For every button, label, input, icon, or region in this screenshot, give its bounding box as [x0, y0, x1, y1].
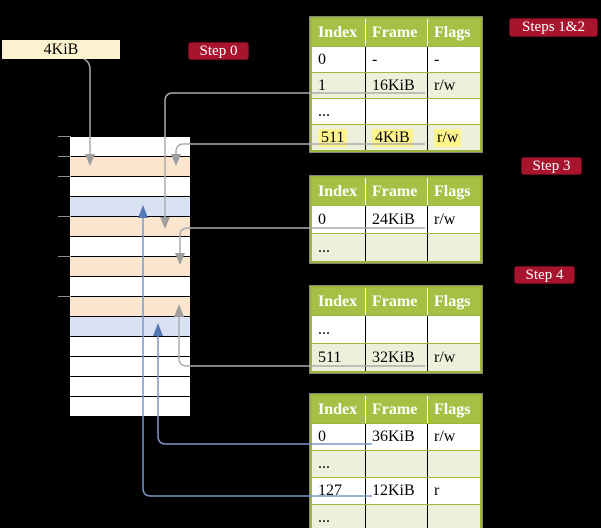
table-cell: ... — [312, 234, 366, 261]
table-row: 1 16KiB r/w — [312, 72, 480, 98]
badge-step3: Step 3 — [521, 157, 582, 175]
badge-step0-label: Step 0 — [199, 43, 238, 59]
table-cell: 12KiB — [366, 478, 428, 504]
memory-frame-row-11 — [70, 357, 190, 377]
table-cell: - — [366, 47, 428, 72]
table-header-row: Index Frame Flags — [312, 396, 480, 423]
memory-frame-row-12 — [70, 377, 190, 397]
badge-step3-label: Step 3 — [532, 158, 571, 174]
table-header-cell: Frame — [366, 288, 428, 315]
memory-address-tick — [58, 296, 71, 297]
table-cell: 4KiB — [366, 125, 428, 150]
table-cell: r — [434, 482, 440, 499]
badge-step4-label: Step 4 — [525, 267, 564, 283]
table-cell: r/w — [434, 210, 456, 228]
table-header-cell: Frame — [366, 396, 428, 423]
table-cell: r/w — [434, 348, 456, 366]
table-cell — [366, 234, 428, 261]
memory-address-tick — [58, 256, 71, 257]
table-header-row: Index Frame Flags — [312, 178, 480, 205]
table-row: 127 12KiB r — [312, 477, 480, 504]
table-row-recursive-entry: 511 4KiB r/w — [312, 124, 480, 150]
page-table-level1: Index Frame Flags 0 24KiB r/w ... — [309, 175, 483, 264]
badge-step4: Step 4 — [514, 266, 575, 284]
table-cell: 511 — [312, 344, 366, 371]
memory-frame-row-10 — [70, 337, 190, 357]
badge-steps1and2: Steps 1&2 — [509, 18, 598, 37]
root-table-address-label: 4KiB — [43, 41, 79, 58]
table-cell: 0 — [312, 424, 366, 450]
table-row: ... — [312, 315, 480, 343]
table-cell: 1 — [312, 73, 366, 98]
table-row: 0 24KiB r/w — [312, 205, 480, 233]
table-cell — [428, 316, 480, 343]
table-cell — [366, 316, 428, 343]
table-cell: 32KiB — [366, 344, 428, 371]
memory-frame-row-2 — [70, 177, 190, 197]
table-cell: ... — [312, 451, 366, 477]
memory-frame-row-1 — [70, 157, 190, 177]
table-header-cell: Flags — [434, 400, 471, 418]
table-cell: 24KiB — [366, 206, 428, 233]
table-header-cell: Index — [312, 178, 366, 205]
root-table-address-box: 4KiB — [2, 40, 120, 59]
table-cell: 36KiB — [366, 424, 428, 450]
physical-memory-column — [70, 136, 190, 417]
memory-frame-row-13 — [70, 397, 190, 417]
table-cell: r/w — [434, 76, 456, 94]
table-cell: 16KiB — [366, 73, 428, 98]
table-header-cell: Index — [312, 288, 366, 315]
table-header-cell: Index — [312, 19, 366, 46]
badge-steps1and2-label: Steps 1&2 — [522, 19, 585, 35]
page-table-level2: Index Frame Flags ... 511 32KiB r/w — [309, 285, 483, 374]
table-row: ... — [312, 504, 480, 528]
table-cell: 0 — [312, 206, 366, 233]
table-cell — [428, 505, 480, 528]
memory-address-tick — [58, 136, 71, 137]
memory-address-tick — [58, 216, 71, 217]
memory-frame-row-3 — [70, 197, 190, 217]
table-cell — [428, 451, 480, 477]
table-cell: ... — [312, 505, 366, 528]
table-cell: ... — [312, 316, 366, 343]
table-cell — [428, 99, 480, 124]
table-cell — [366, 505, 428, 528]
table-header-cell: Index — [312, 396, 366, 423]
table-row: ... — [312, 450, 480, 477]
table-cell: 127 — [312, 478, 366, 504]
memory-frame-row-6 — [70, 257, 190, 277]
memory-frame-row-5 — [70, 237, 190, 257]
table-header-cell: Flags — [434, 23, 471, 41]
table-cell — [366, 451, 428, 477]
table-cell: r/w — [428, 125, 480, 150]
table-row: ... — [312, 98, 480, 124]
table-row: 511 32KiB r/w — [312, 343, 480, 371]
table-row: 0 - - — [312, 46, 480, 72]
table-cell — [428, 234, 480, 261]
page-table-level0: Index Frame Flags 0 - - 1 16KiB r/w ... … — [309, 16, 483, 153]
table-row: ... — [312, 233, 480, 261]
memory-frame-row-0 — [70, 137, 190, 157]
memory-frame-row-4 — [70, 217, 190, 237]
table-header-row: Index Frame Flags — [312, 19, 480, 46]
table-cell: r/w — [434, 428, 456, 445]
table-header-cell: Flags — [434, 292, 471, 310]
table-header-cell: Frame — [366, 19, 428, 46]
table-cell: ... — [312, 99, 366, 124]
page-table-level3: Index Frame Flags 0 36KiB r/w ... 127 12… — [309, 393, 483, 528]
memory-frame-row-9 — [70, 317, 190, 337]
table-cell: 0 — [312, 47, 366, 72]
badge-step0: Step 0 — [188, 42, 249, 60]
memory-address-tick — [58, 176, 71, 177]
memory-frame-row-7 — [70, 277, 190, 297]
memory-frame-row-8 — [70, 297, 190, 317]
table-row: 0 36KiB r/w — [312, 423, 480, 450]
table-cell — [366, 99, 428, 124]
memory-address-tick — [58, 156, 71, 157]
table-header-cell: Frame — [366, 178, 428, 205]
table-header-row: Index Frame Flags — [312, 288, 480, 315]
table-cell: 511 — [312, 125, 366, 150]
table-header-cell: Flags — [434, 182, 471, 200]
table-cell: - — [434, 50, 440, 68]
